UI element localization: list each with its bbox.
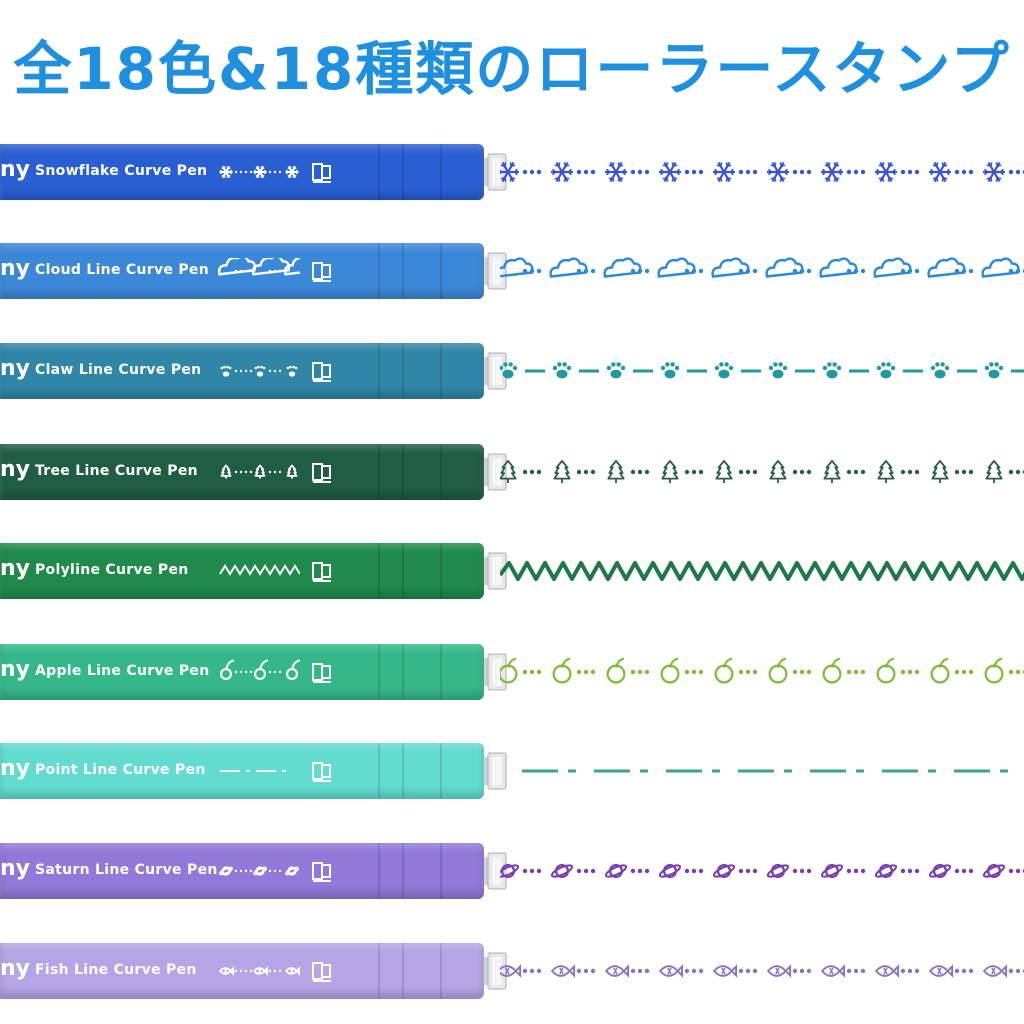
brand-text: ny — [0, 956, 31, 981]
pen-pattern-preview — [218, 258, 300, 276]
pen-row: ny Claw Line Curve Pen — [0, 341, 1024, 401]
pen-label: Fish Line Curve Pen — [35, 962, 197, 978]
pen-label: Cloud Line Curve Pen — [35, 262, 209, 278]
roller-icon — [312, 163, 331, 183]
roller-tip — [484, 552, 507, 590]
fish-stamp-line — [500, 964, 1024, 978]
pen-body: ny Polyline Curve Pen — [0, 543, 484, 599]
brand-text: ny — [0, 157, 31, 182]
pen-body: ny Saturn Line Curve Pen — [0, 843, 484, 899]
cloud-stamp-line — [500, 257, 1024, 278]
pen-pattern-preview — [219, 165, 299, 179]
pen-row: ny Cloud Line Curve Pen — [0, 241, 1024, 301]
pen-pattern-preview — [219, 564, 300, 576]
saturn-stamp-line — [500, 863, 1024, 879]
roller-icon — [312, 762, 331, 782]
pen-pattern-preview — [218, 966, 300, 976]
roller-icon — [312, 862, 331, 882]
roller-tip — [484, 653, 507, 691]
pen-pattern-preview — [220, 770, 286, 772]
pen-row: ny Saturn Line Curve Pen — [0, 841, 1024, 901]
pen-pattern-preview — [219, 866, 299, 876]
pen-body: ny Tree Line Curve Pen — [0, 444, 484, 500]
apple-stamp-line — [500, 657, 1024, 684]
pen-row: ny Snowflake Curve Pen — [0, 142, 1024, 202]
brand-text: ny — [0, 256, 31, 281]
pen-body: ny Snowflake Curve Pen — [0, 144, 484, 200]
brand-text: ny — [0, 657, 31, 682]
roller-icon — [312, 463, 331, 483]
tree-stamp-line — [500, 460, 1024, 483]
brand-text: ny — [0, 856, 31, 881]
roller-icon — [312, 663, 331, 683]
pen-label: Tree Line Curve Pen — [35, 463, 198, 479]
dash-dot-stamp-line — [522, 769, 1008, 773]
brand-text: ny — [0, 356, 31, 381]
pen-pattern-preview — [219, 659, 300, 681]
zigzag-stamp-line — [500, 561, 1024, 581]
roller-icon — [312, 362, 331, 382]
roller-tip — [484, 852, 507, 890]
roller-tip — [484, 453, 507, 491]
roller-tip — [484, 752, 507, 790]
paw-stamp-line — [500, 362, 1024, 379]
roller-icon — [312, 962, 331, 982]
pen-row: ny Fish Line Curve Pen — [0, 941, 1024, 1001]
roller-tip — [484, 252, 507, 290]
pen-label: Polyline Curve Pen — [35, 562, 189, 578]
roller-icon — [312, 562, 331, 582]
roller-tip — [484, 952, 507, 990]
page-title: 全18色&18種類のローラースタンプ — [13, 35, 1011, 103]
roller-icon — [312, 262, 331, 282]
pen-row: ny Tree Line Curve Pen — [0, 442, 1024, 502]
pen-body: ny Cloud Line Curve Pen — [0, 243, 484, 299]
pen-pattern-preview — [220, 365, 298, 377]
pen-row: ny Apple Line Curve Pen — [0, 642, 1024, 702]
pen-label: Snowflake Curve Pen — [35, 163, 208, 179]
pen-label: Apple Line Curve Pen — [35, 663, 210, 679]
pen-body: ny Apple Line Curve Pen — [0, 644, 484, 700]
snowflake-stamp-line — [500, 161, 1024, 183]
pen-label: Point Line Curve Pen — [35, 762, 206, 778]
brand-text: ny — [0, 756, 31, 781]
pen-label: Saturn Line Curve Pen — [35, 862, 218, 878]
pen-body: ny Point Line Curve Pen — [0, 743, 484, 799]
pen-pattern-preview — [220, 464, 298, 479]
pen-body: ny Fish Line Curve Pen — [0, 943, 484, 999]
pen-body: ny Claw Line Curve Pen — [0, 343, 484, 399]
pen-label: Claw Line Curve Pen — [35, 362, 202, 378]
pen-row: ny Point Line Curve Pen — [0, 741, 1024, 801]
pen-row: ny Polyline Curve Pen — [0, 541, 1024, 601]
roller-tip — [484, 352, 507, 390]
brand-text: ny — [0, 457, 31, 482]
brand-text: ny — [0, 556, 31, 581]
